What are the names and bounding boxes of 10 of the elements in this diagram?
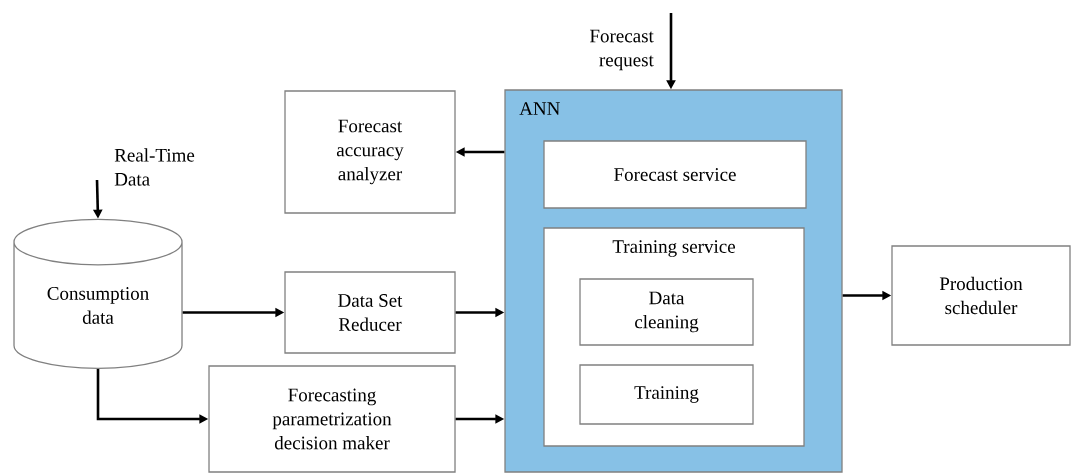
process-box: Forecasting parametrization decision maker	[208, 365, 456, 473]
process-box: Forecast service	[543, 140, 807, 209]
process-box: Data Set Reducer	[284, 271, 456, 354]
database-cylinder: Consumption data	[13, 218, 183, 369]
edge-label: Real-Time Data	[114, 148, 195, 186]
process-box: Forecast accuracy analyzer	[284, 90, 456, 214]
process-box: Training	[579, 364, 754, 425]
edge-label: Forecast request	[590, 29, 654, 71]
process-box: Data cleaning	[579, 278, 754, 346]
process-box: Production scheduler	[891, 245, 1071, 346]
